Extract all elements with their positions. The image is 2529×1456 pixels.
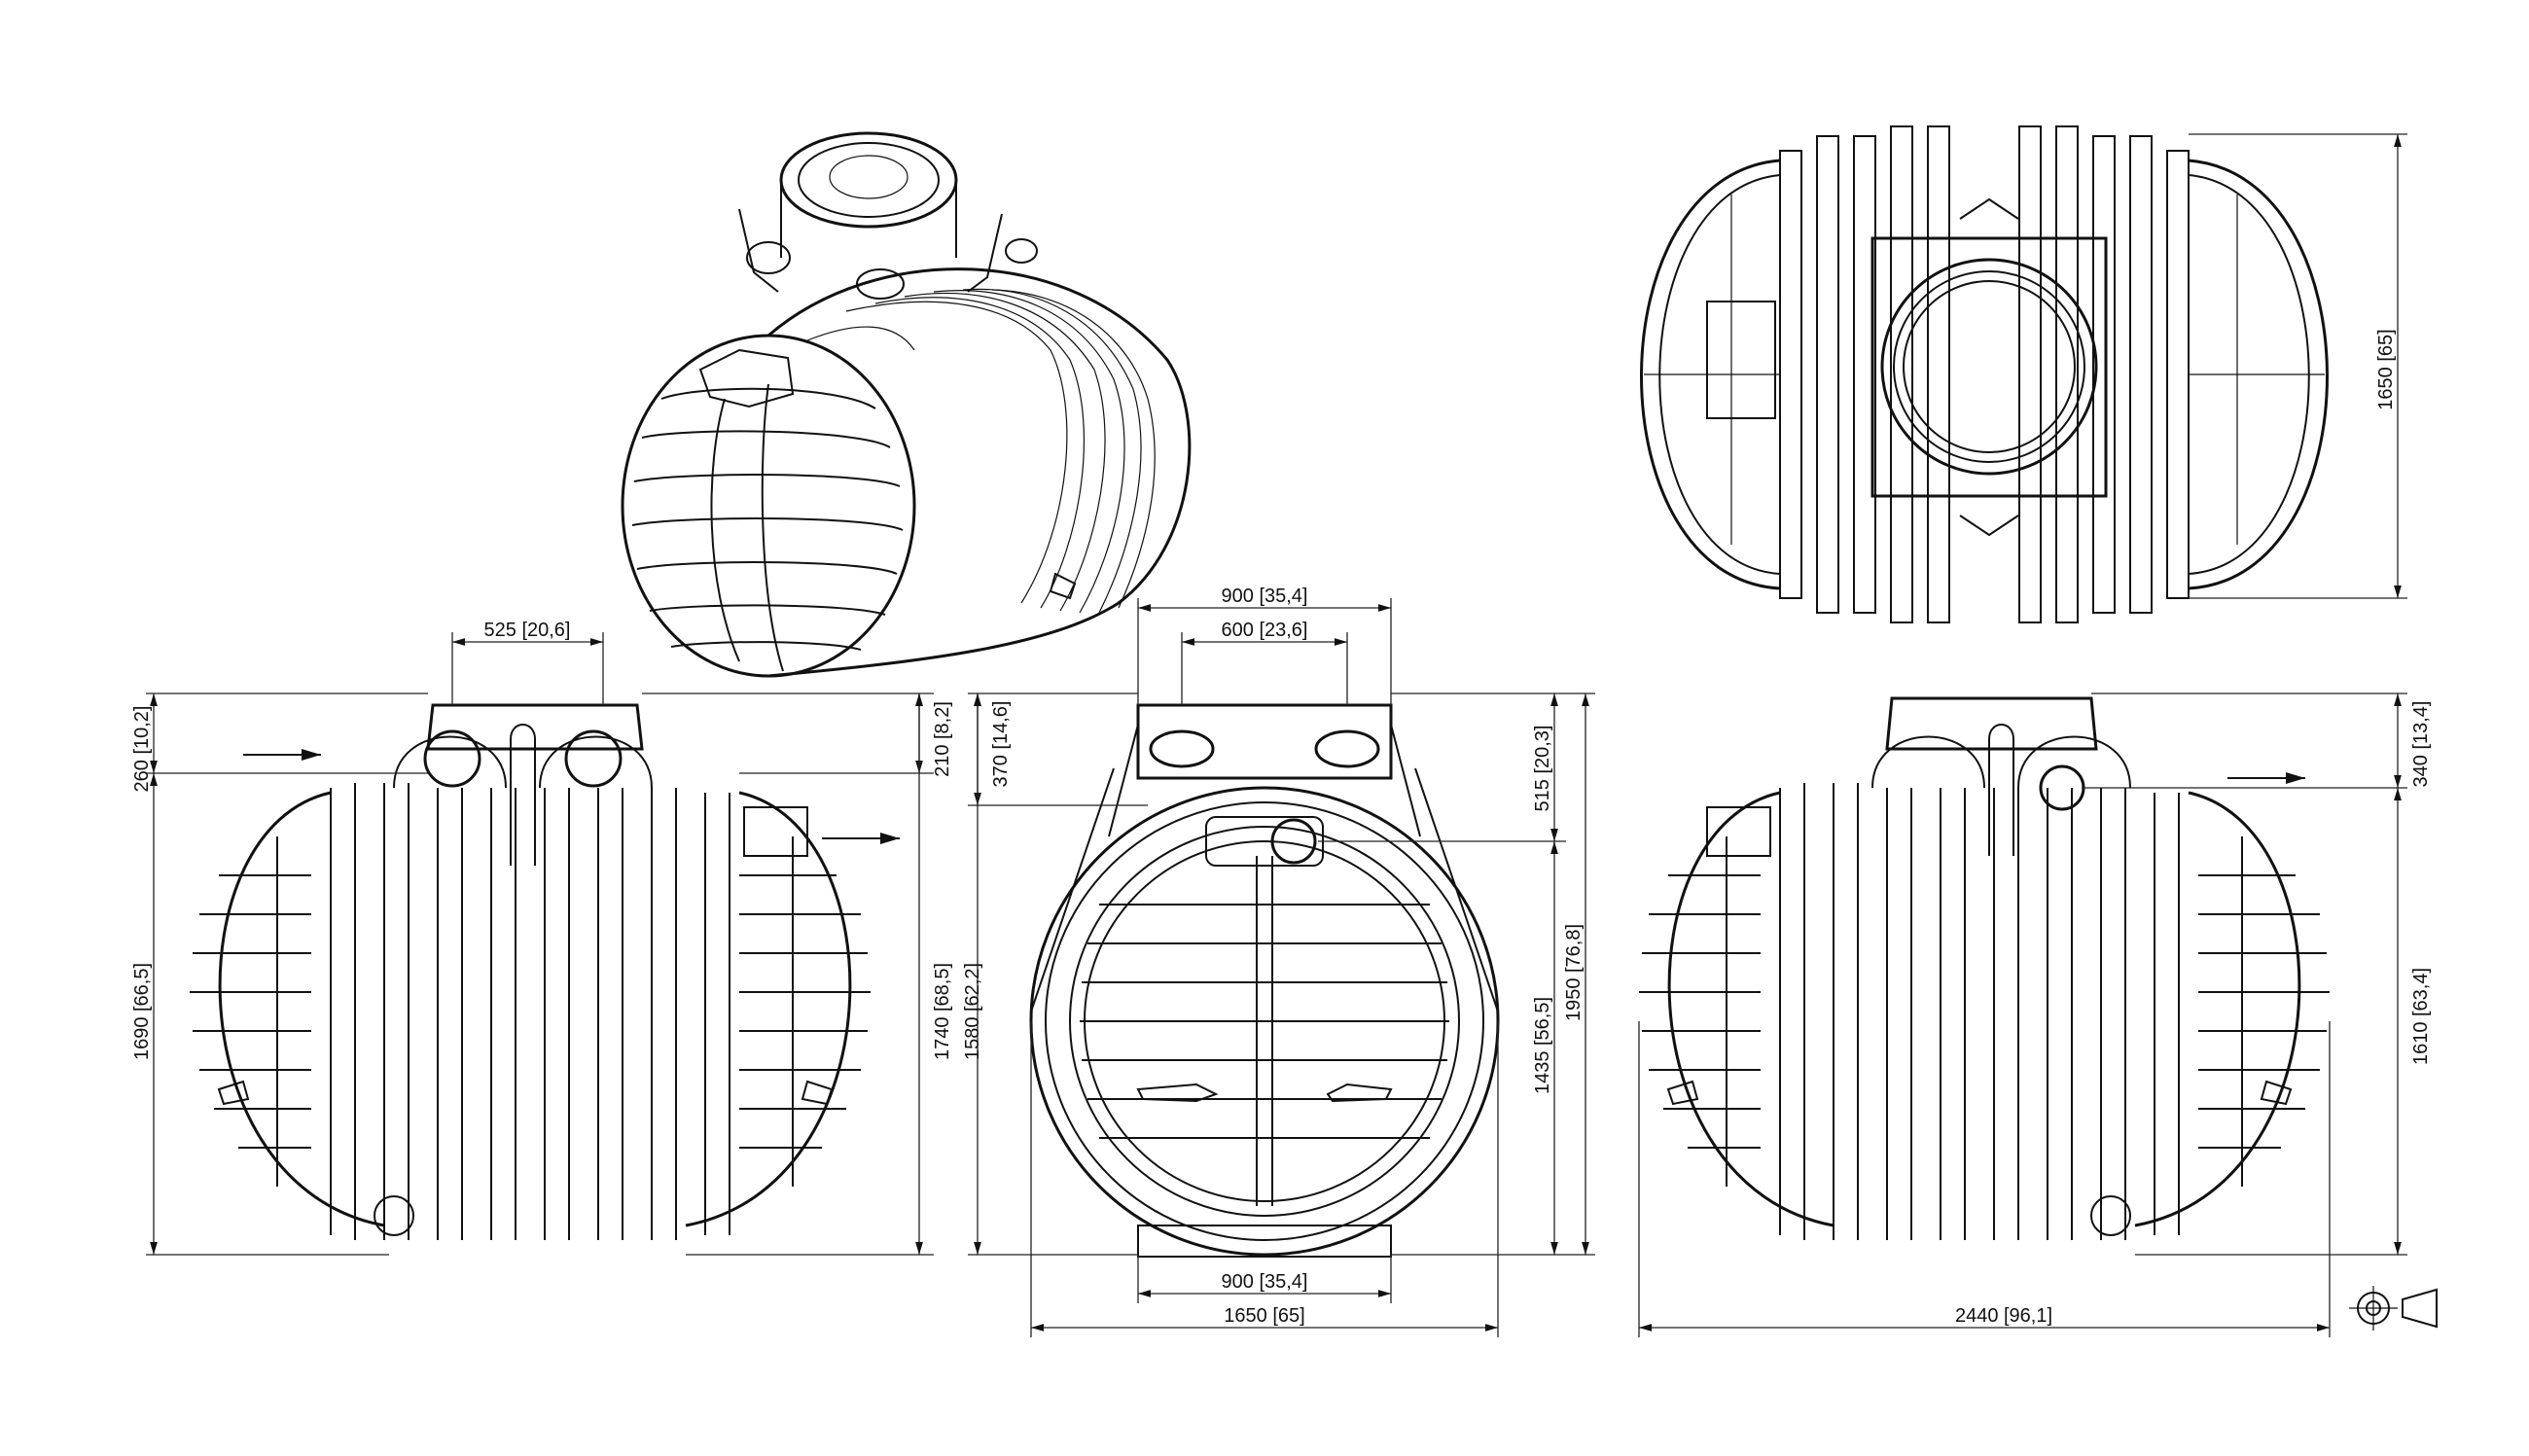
isometric-view: [621, 131, 1192, 678]
side-view-right: 340 [13,4] 1610 [63,4] 2440 [96,1]: [1638, 692, 2432, 1337]
side-right-grid: [1639, 836, 2330, 1187]
side-left-ribs: [330, 783, 730, 1240]
dim-side-left-outlet-offset: 210 [8,2]: [932, 701, 953, 777]
dim-top-view-height: 1650 [65]: [2375, 329, 2397, 409]
dim-front-total-width: 1650 [65]: [1224, 1305, 1304, 1327]
side-view-left: 525 [20,6] 260 [10,2] 1690 [66,5] 210 [8…: [131, 620, 953, 1256]
dim-side-right-offset: 340 [13,4]: [2410, 701, 2432, 788]
dim-front-outlet-offset: 515 [20,3]: [1532, 726, 1553, 812]
dim-front-base-width: 900 [35,4]: [1222, 1271, 1308, 1293]
dim-side-left-total-height: 1740 [68,5]: [932, 963, 953, 1060]
dim-front-neck-inner: 600 [23,6]: [1222, 620, 1308, 641]
dim-front-total-height: 1950 [76,8]: [1563, 924, 1585, 1021]
dim-side-right-height: 1610 [63,4]: [2410, 968, 2432, 1065]
front-view: 900 [35,4] 600 [23,6] 370 [14,6] 1580 [6…: [962, 586, 1595, 1337]
side-left-grid: [190, 836, 871, 1187]
dim-side-left-top-offset: 260 [10,2]: [131, 706, 153, 793]
top-view: 1650 [65]: [1640, 125, 2407, 623]
isometric-ribs: [806, 288, 1156, 614]
isometric-end-grid: [631, 383, 904, 672]
dim-front-neck-outer: 900 [35,4]: [1222, 586, 1308, 607]
side-right-ribs: [1779, 783, 2180, 1240]
dim-front-body-height: 1580 [62,2]: [962, 963, 983, 1060]
dim-side-left-inlet-width: 525 [20,6]: [484, 620, 571, 641]
dim-side-right-length: 2440 [96,1]: [1955, 1305, 2052, 1327]
top-view-ribs: [1779, 125, 2190, 623]
first-angle-projection-icon: [2349, 1286, 2438, 1331]
front-view-grid: [1080, 856, 1449, 1206]
dim-side-left-height: 1690 [66,5]: [131, 963, 153, 1060]
dim-front-inlet-offset: 370 [14,6]: [990, 701, 1012, 788]
dim-front-outlet-height: 1435 [56,5]: [1532, 997, 1553, 1094]
